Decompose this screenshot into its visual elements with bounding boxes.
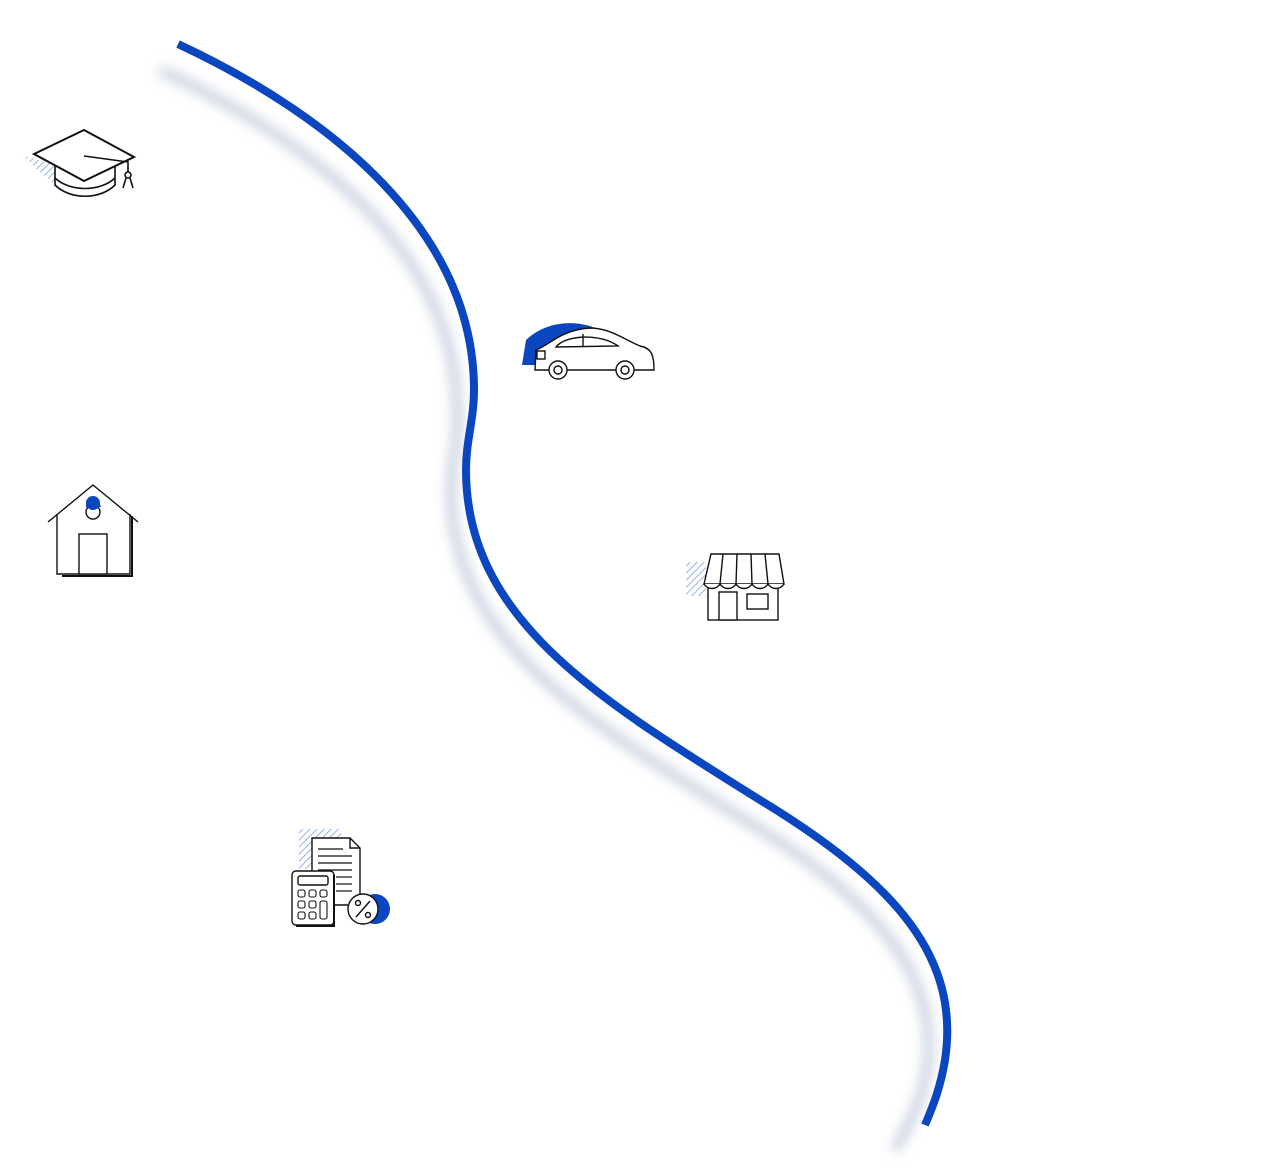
curve-shadow bbox=[158, 65, 934, 1153]
storefront-icon bbox=[686, 553, 785, 621]
car-icon bbox=[522, 323, 655, 380]
house-icon bbox=[47, 484, 139, 577]
journey-curve bbox=[176, 40, 952, 1127]
graduation-cap-icon bbox=[22, 128, 137, 197]
calculator-document-percent-icon bbox=[291, 829, 390, 927]
